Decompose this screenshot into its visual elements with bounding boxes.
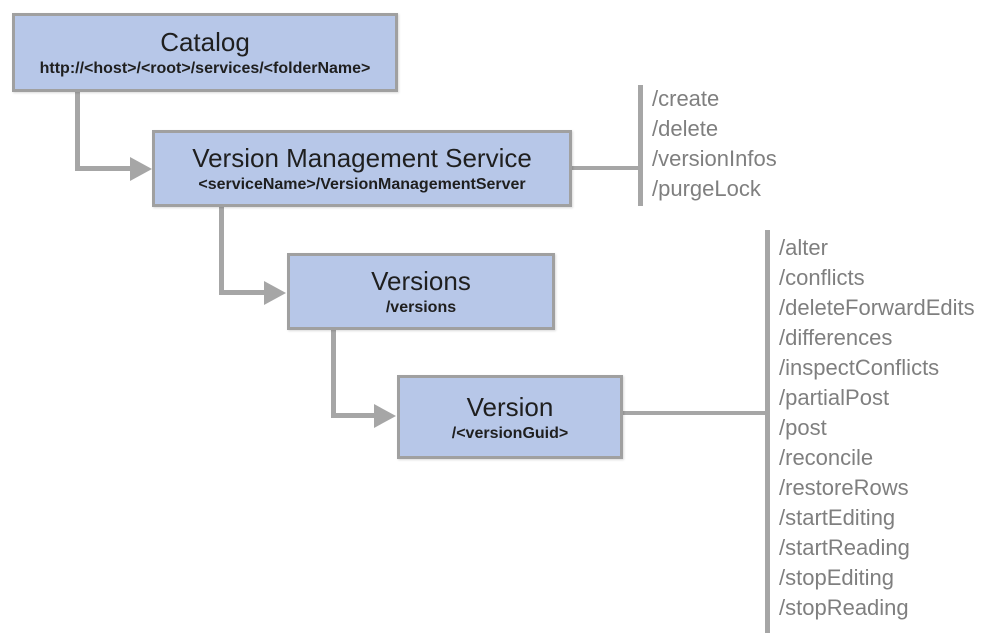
arrowhead-icon: [130, 157, 152, 181]
operation-label: /conflicts: [779, 265, 865, 290]
version-operations-list: /alter/conflicts/deleteForwardEdits/diff…: [779, 233, 975, 623]
operations-bracket-vms: [638, 85, 643, 206]
node-version-title: Version: [466, 391, 554, 422]
operation-label: /deleteForwardEdits: [779, 295, 975, 320]
connector-version-operations: [623, 411, 767, 415]
operations-bracket-version: [765, 230, 770, 633]
connector-catalog-vms-horizontal: [75, 166, 133, 171]
node-version-subtitle: /<versionGuid>: [451, 424, 569, 442]
operation-label: /post: [779, 415, 827, 440]
node-versions-title: Versions: [371, 266, 471, 296]
operation-label: /partialPost: [779, 385, 890, 410]
connector-vms-operations: [572, 166, 640, 170]
operation-label: /create: [652, 86, 720, 111]
operation-label: /startReading: [779, 535, 910, 560]
arrowhead-icon: [264, 281, 286, 305]
operation-label: /purgeLock: [652, 176, 761, 201]
node-versions-subtitle: /versions: [385, 299, 457, 316]
operation-label: /differences: [779, 325, 893, 350]
node-versions: Versions /versions: [287, 253, 555, 330]
operation-label: /stopEditing: [779, 565, 894, 590]
operation-label: /alter: [779, 235, 828, 260]
node-version-management-service-subtitle: <serviceName>/VersionManagementServer: [198, 176, 526, 193]
operation-label: /stopReading: [779, 595, 909, 620]
connector-vms-versions-horizontal: [219, 290, 267, 295]
operation-label: /delete: [652, 116, 719, 141]
connector-catalog-vms-vertical: [75, 92, 80, 171]
node-version: Version /<versionGuid>: [397, 375, 623, 459]
operation-label: /startEditing: [779, 505, 896, 530]
node-catalog: Catalog http://<host>/<root>/services/<f…: [12, 13, 398, 92]
operation-label: /versionInfos: [652, 146, 777, 171]
node-catalog-title: Catalog: [160, 27, 250, 57]
connector-versions-version-horizontal: [331, 413, 377, 418]
vms-operations-list: /create/delete/versionInfos/purgeLock: [652, 84, 777, 204]
operation-label: /reconcile: [779, 445, 874, 470]
node-version-management-service-title: Version Management Service: [192, 143, 532, 173]
connector-vms-versions-vertical: [219, 207, 224, 295]
node-catalog-subtitle: http://<host>/<root>/services/<folderNam…: [39, 60, 371, 77]
operation-label: /inspectConflicts: [779, 355, 940, 380]
node-version-management-service: Version Management Service <serviceName>…: [152, 130, 572, 207]
operation-label: /restoreRows: [779, 475, 909, 500]
connector-versions-version-vertical: [331, 330, 336, 418]
arrowhead-icon: [374, 404, 396, 428]
